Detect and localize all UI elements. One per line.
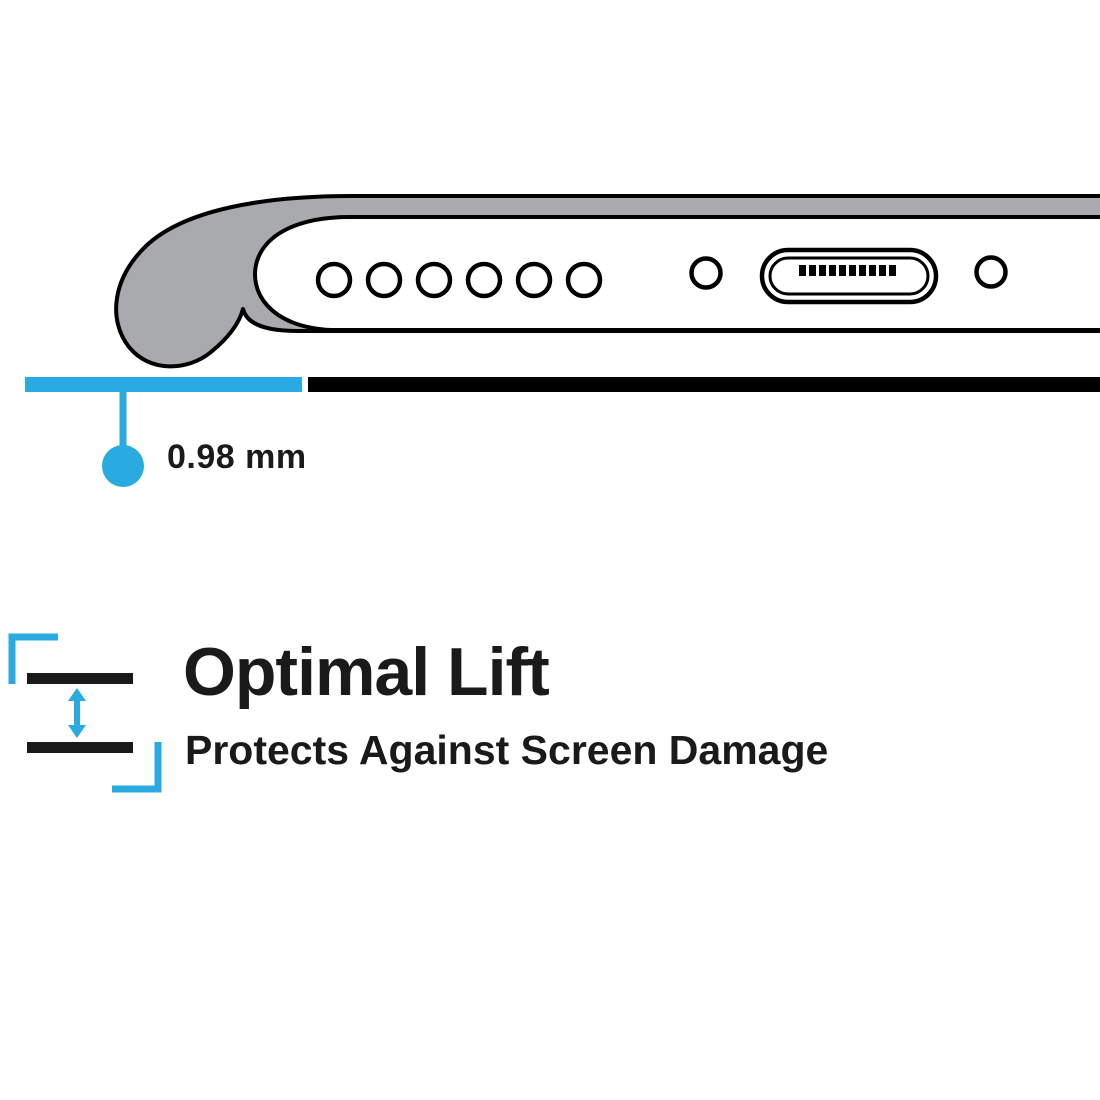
measurement-stem	[119, 392, 127, 448]
gap-line-top	[27, 673, 133, 684]
charging-port	[759, 247, 939, 305]
vertical-arrow-icon	[68, 688, 86, 738]
speaker-holes	[315, 261, 603, 299]
port-pins	[799, 265, 896, 276]
screw-hole-right	[974, 255, 1008, 289]
feature-subtitle: Protects Against Screen Damage	[185, 727, 829, 773]
corner-bracket-top-left-icon	[8, 633, 58, 684]
measurement-dot	[102, 445, 144, 487]
lift-gap-bar-cyan	[25, 377, 302, 392]
screw-hole-left	[689, 256, 723, 290]
feature-title: Optimal Lift	[183, 634, 550, 710]
corner-bracket-bottom-right-icon	[112, 742, 162, 793]
gap-line-bottom	[27, 742, 133, 753]
lift-gap-bar-black	[308, 377, 1100, 392]
lift-icon	[8, 633, 162, 793]
measurement-label: 0.98 mm	[167, 438, 307, 476]
